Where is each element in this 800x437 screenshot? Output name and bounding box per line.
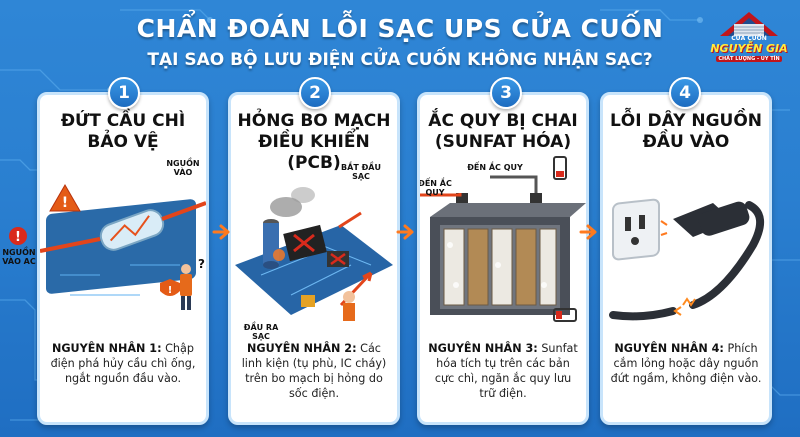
step-number-4: 4 <box>669 77 701 109</box>
warning-circle-icon: ! <box>9 227 27 245</box>
step-number-3: 3 <box>490 77 522 109</box>
step-heading: ĐỨT CẦU CHÌ BẢO VỆ <box>60 111 186 152</box>
charge-output-tag: ĐẦU RA SẠC <box>243 323 279 341</box>
step-number-1: 1 <box>108 77 140 109</box>
brand-logo: CỬA CUỐN NGUYỄN GIA CHẤT LƯỢNG - UY TÍN <box>706 6 792 66</box>
step-card-1: ĐỨT CẦU CHÌ BẢO VỆ ! ! ? NGUỒN VÀO NGUYÊ… <box>37 92 209 425</box>
to-battery-tag: ĐẾN ẮC QUY <box>418 179 452 197</box>
step-card-3: ẮC QUY BỊ CHAI (SUNFAT HÓA) ĐẾN ẮC QUY Đ… <box>417 92 589 425</box>
ac-input-tag: NGUỒN VÀO AC <box>2 248 36 266</box>
sulfated-battery-illustration <box>420 156 586 322</box>
cause-label: NGUYÊN NHÂN 2: <box>247 342 357 355</box>
flow-arrow-icon <box>579 224 597 240</box>
cause-description: Các linh kiện (tụ phù, IC cháy) trên bo … <box>241 342 387 400</box>
svg-text:!: ! <box>168 285 173 296</box>
cause-description: Chập điện phá hủy cầu chì ống, ngắt nguồ… <box>50 342 196 385</box>
svg-text:!: ! <box>15 230 21 245</box>
cause-label: NGUYÊN NHÂN 4: <box>614 342 724 355</box>
flow-arrow-icon <box>396 224 414 240</box>
power-cord-illustration <box>609 198 764 321</box>
cause-description: Sunfat hóa tích tụ trên các bản cực chì,… <box>434 342 578 400</box>
step-card-2: HỎNG BO MẠCH ĐIỀU KHIỂN (PCB) BẮT ĐẦU SẠ… <box>228 92 400 425</box>
step-number-2: 2 <box>299 77 331 109</box>
page-title: CHẨN ĐOÁN LỖI SẠC UPS CỬA CUỐN <box>136 14 664 43</box>
input-source-tag: NGUỒN VÀO <box>166 159 200 177</box>
logo-small-text: CỬA CUỐN <box>731 35 767 42</box>
cause-text: NGUYÊN NHÂN 1: Chập điện phá hủy cầu chì… <box>46 341 200 386</box>
cause-text: NGUYÊN NHÂN 3: Sunfat hóa tích tụ trên c… <box>426 341 580 401</box>
step-heading: ẮC QUY BỊ CHAI (SUNFAT HÓA) <box>428 111 578 152</box>
cause-label: NGUYÊN NHÂN 3: <box>428 342 538 355</box>
svg-text:!: ! <box>62 195 68 211</box>
damaged-pcb-illustration <box>235 187 393 321</box>
page-subtitle: TẠI SAO BỘ LƯU ĐIỆN CỬA CUỐN KHÔNG NHẬN … <box>147 50 653 70</box>
step-heading: HỎNG BO MẠCH ĐIỀU KHIỂN (PCB) <box>237 111 391 173</box>
step-heading: LỖI DÂY NGUỒN ĐẦU VÀO <box>609 111 763 152</box>
logo-house-icon <box>720 12 778 36</box>
step-card-4: LỖI DÂY NGUỒN ĐẦU VÀO NGUYÊN NHÂN 4: Phí… <box>600 92 772 425</box>
logo-foot-text: CHẤT LƯỢNG - UY TÍN <box>716 56 782 62</box>
cause-label: NGUYÊN NHÂN 1: <box>52 342 162 355</box>
blown-fuse-illustration: ! ! ? <box>40 183 206 310</box>
svg-text:?: ? <box>198 257 205 271</box>
charge-start-tag: BẮT ĐẦU SẠC <box>341 163 381 181</box>
logo-brand-text: NGUYỄN GIA <box>710 42 788 55</box>
flow-arrow-icon <box>212 224 230 240</box>
cause-description: Phích cắm lỏng hoặc dây nguồn đứt ngầm, … <box>610 342 762 385</box>
to-battery-tag: ĐẾN ẮC QUY <box>467 163 523 172</box>
cause-text: NGUYÊN NHÂN 2: Các linh kiện (tụ phù, IC… <box>237 341 391 401</box>
cause-text: NGUYÊN NHÂN 4: Phích cắm lỏng hoặc dây n… <box>609 341 763 386</box>
